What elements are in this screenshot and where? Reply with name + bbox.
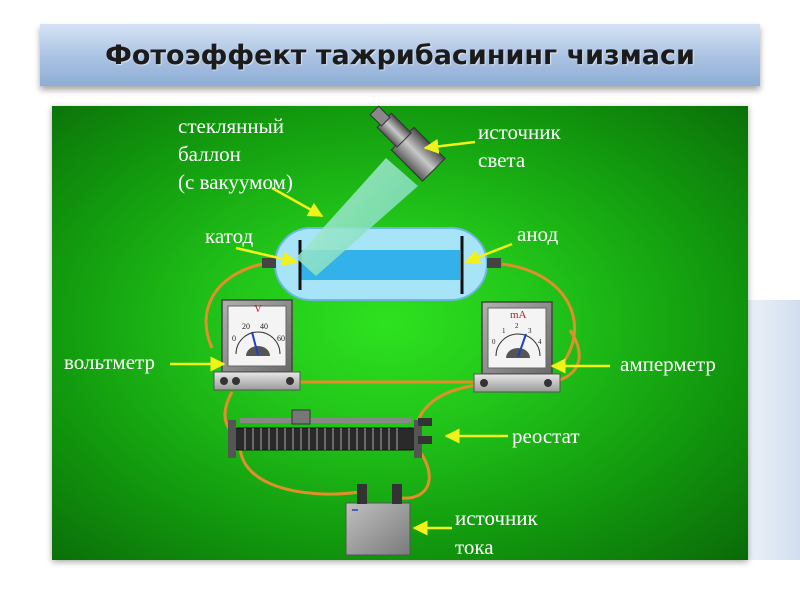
title-bar: Фотоэффект тажрибасининг чизмаси — [40, 24, 760, 86]
label-flask-line-2: баллон — [178, 142, 241, 166]
ammeter-unit: mA — [510, 309, 527, 321]
light-source-lamp — [369, 105, 446, 182]
label-light-source-line-2: света — [478, 148, 526, 172]
label-flask-line-1: стеклянный — [178, 114, 284, 138]
label-flask-line-3: (с вакуумом) — [178, 170, 293, 194]
wire-rheostat-source-left — [238, 444, 361, 496]
light-beam — [296, 158, 418, 276]
voltmeter-tick-60: 60 — [277, 334, 285, 343]
ammeter-tick-2: 2 — [515, 322, 519, 330]
label-voltmeter: вольтметр — [64, 350, 155, 374]
ammeter-tick-3: 3 — [528, 327, 532, 335]
ammeter-tick-0: 0 — [492, 338, 496, 346]
voltmeter-tick-40: 40 — [260, 322, 268, 331]
label-current-source-line-2: тока — [455, 535, 494, 559]
rheostat-coil — [244, 428, 398, 450]
ammeter-tick-4: 4 — [538, 338, 542, 346]
wire-cathode-left — [204, 262, 263, 349]
rheostat — [228, 409, 432, 458]
voltmeter-unit: V — [254, 303, 262, 315]
label-current-source-line-1: источник — [455, 506, 538, 530]
label-light-source-line-1: источник — [478, 120, 561, 144]
current-source — [345, 484, 411, 556]
arrow-anode — [464, 242, 513, 265]
voltmeter — [213, 299, 301, 391]
page-title: Фотоэффект тажрибасининг чизмаси — [105, 39, 695, 71]
voltmeter-tick-0: 0 — [232, 334, 236, 343]
arrow-light-source — [423, 138, 476, 154]
anode-terminal — [487, 258, 501, 268]
glass-flask — [262, 227, 501, 301]
label-ammeter: амперметр — [620, 352, 716, 376]
rheostat-slider — [291, 409, 311, 425]
voltmeter-tick-20: 20 — [242, 322, 250, 331]
ammeter — [473, 301, 561, 393]
label-rheostat: реостат — [512, 424, 580, 448]
wire-middle-rheostat — [416, 383, 479, 421]
label-cathode: катод — [205, 224, 254, 248]
cathode-terminal — [262, 258, 276, 268]
wire-anode-right — [501, 262, 576, 361]
pointer-arrows — [170, 138, 610, 536]
label-anode: анод — [517, 222, 559, 246]
arrow-cathode — [235, 246, 298, 267]
arrow-flask — [271, 186, 324, 218]
ammeter-tick-1: 1 — [502, 327, 506, 335]
